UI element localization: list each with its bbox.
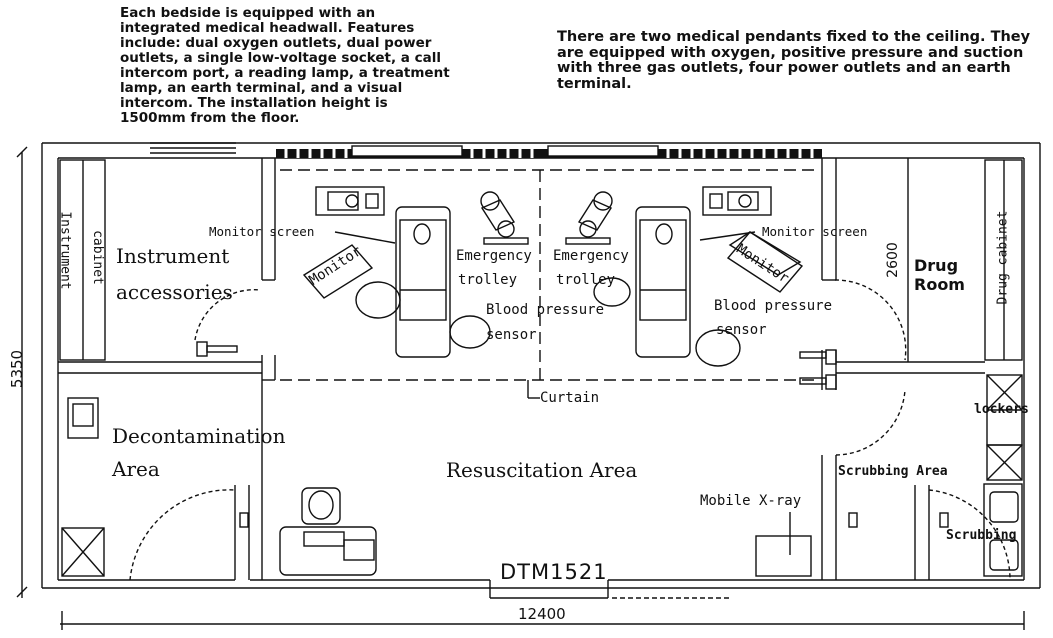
stool-right-bottom	[695, 329, 741, 367]
desk	[279, 526, 377, 576]
instrument-cabinet-label-1: Instrument	[57, 211, 73, 290]
stool-left-top	[355, 281, 401, 319]
monitor-screen-left-label: Monitor screen	[209, 224, 315, 239]
decontamination-label-1: Decontamination	[112, 424, 286, 448]
pendants-note: There are two medical pendants fixed to …	[557, 29, 1031, 92]
stool-right-top	[593, 277, 631, 307]
blood-pressure-right-label-2: sensor	[716, 322, 767, 338]
emergency-trolley-right-label-1: Emergency	[553, 248, 629, 264]
lockers-label: lockers	[974, 402, 1029, 417]
pendant-arm-left	[480, 191, 529, 245]
scrubbing-area-label: Scrubbing Area	[838, 464, 948, 479]
curtain-label: Curtain	[540, 390, 600, 406]
door-hinges	[196, 341, 949, 528]
monitor-screen-right-label: Monitor screen	[762, 224, 868, 239]
instrument-accessories-label-1: Instrument	[116, 244, 230, 268]
pendant-arm-right	[565, 191, 613, 245]
emergency-trolley-left-label-2: trolley	[458, 272, 518, 288]
stool-left-bottom	[449, 315, 491, 349]
headwall-left	[315, 186, 385, 216]
scrubbing-sink	[983, 483, 1023, 577]
interior-wall-left	[58, 158, 276, 580]
mobile-xray-unit	[755, 535, 812, 577]
mobile-xray-label: Mobile X-ray	[700, 493, 802, 509]
door-swings	[129, 279, 1011, 581]
resuscitation-label: Resuscitation Area	[446, 458, 638, 482]
door-code-label: DTM1521	[500, 560, 608, 584]
decontamination-label-2: Area	[112, 457, 160, 481]
emergency-trolley-right-label-2: trolley	[556, 272, 616, 288]
instrument-cabinet-label-2: cabinet	[89, 230, 105, 285]
emergency-trolley-left-label-1: Emergency	[456, 248, 532, 264]
scrubbing-label: Scrubbing	[946, 528, 1017, 543]
height-dimension: 5350	[8, 349, 27, 389]
outer-wall	[41, 142, 1041, 599]
drug-room-label-1: Drug	[914, 256, 959, 275]
instrument-accessories-label-2: accessories	[116, 280, 233, 304]
bed-left	[395, 206, 451, 358]
monitor-right-box	[726, 231, 804, 293]
headwall-note: Each bedside is equipped with an integra…	[120, 5, 450, 126]
blood-pressure-right-label-1: Blood pressure	[714, 298, 833, 314]
drug-room-label-2: Room	[914, 275, 965, 294]
headwall-right	[702, 186, 772, 216]
interior-wall-right	[821, 158, 985, 580]
drug-cabinet-label: Drug cabinet	[995, 210, 1011, 305]
monitor-left-box	[302, 244, 374, 299]
bed-right	[635, 206, 691, 358]
blood-pressure-left-label-1: Blood pressure	[486, 302, 605, 318]
drug-room-dimension: 2600	[884, 242, 901, 278]
blood-pressure-left-label-2: sensor	[486, 327, 537, 343]
decontamination-box	[61, 527, 105, 577]
width-dimension: 12400	[518, 605, 566, 623]
window	[150, 142, 236, 159]
lockers	[986, 374, 1023, 481]
office-chair	[301, 487, 341, 525]
wall-sink	[67, 397, 99, 439]
